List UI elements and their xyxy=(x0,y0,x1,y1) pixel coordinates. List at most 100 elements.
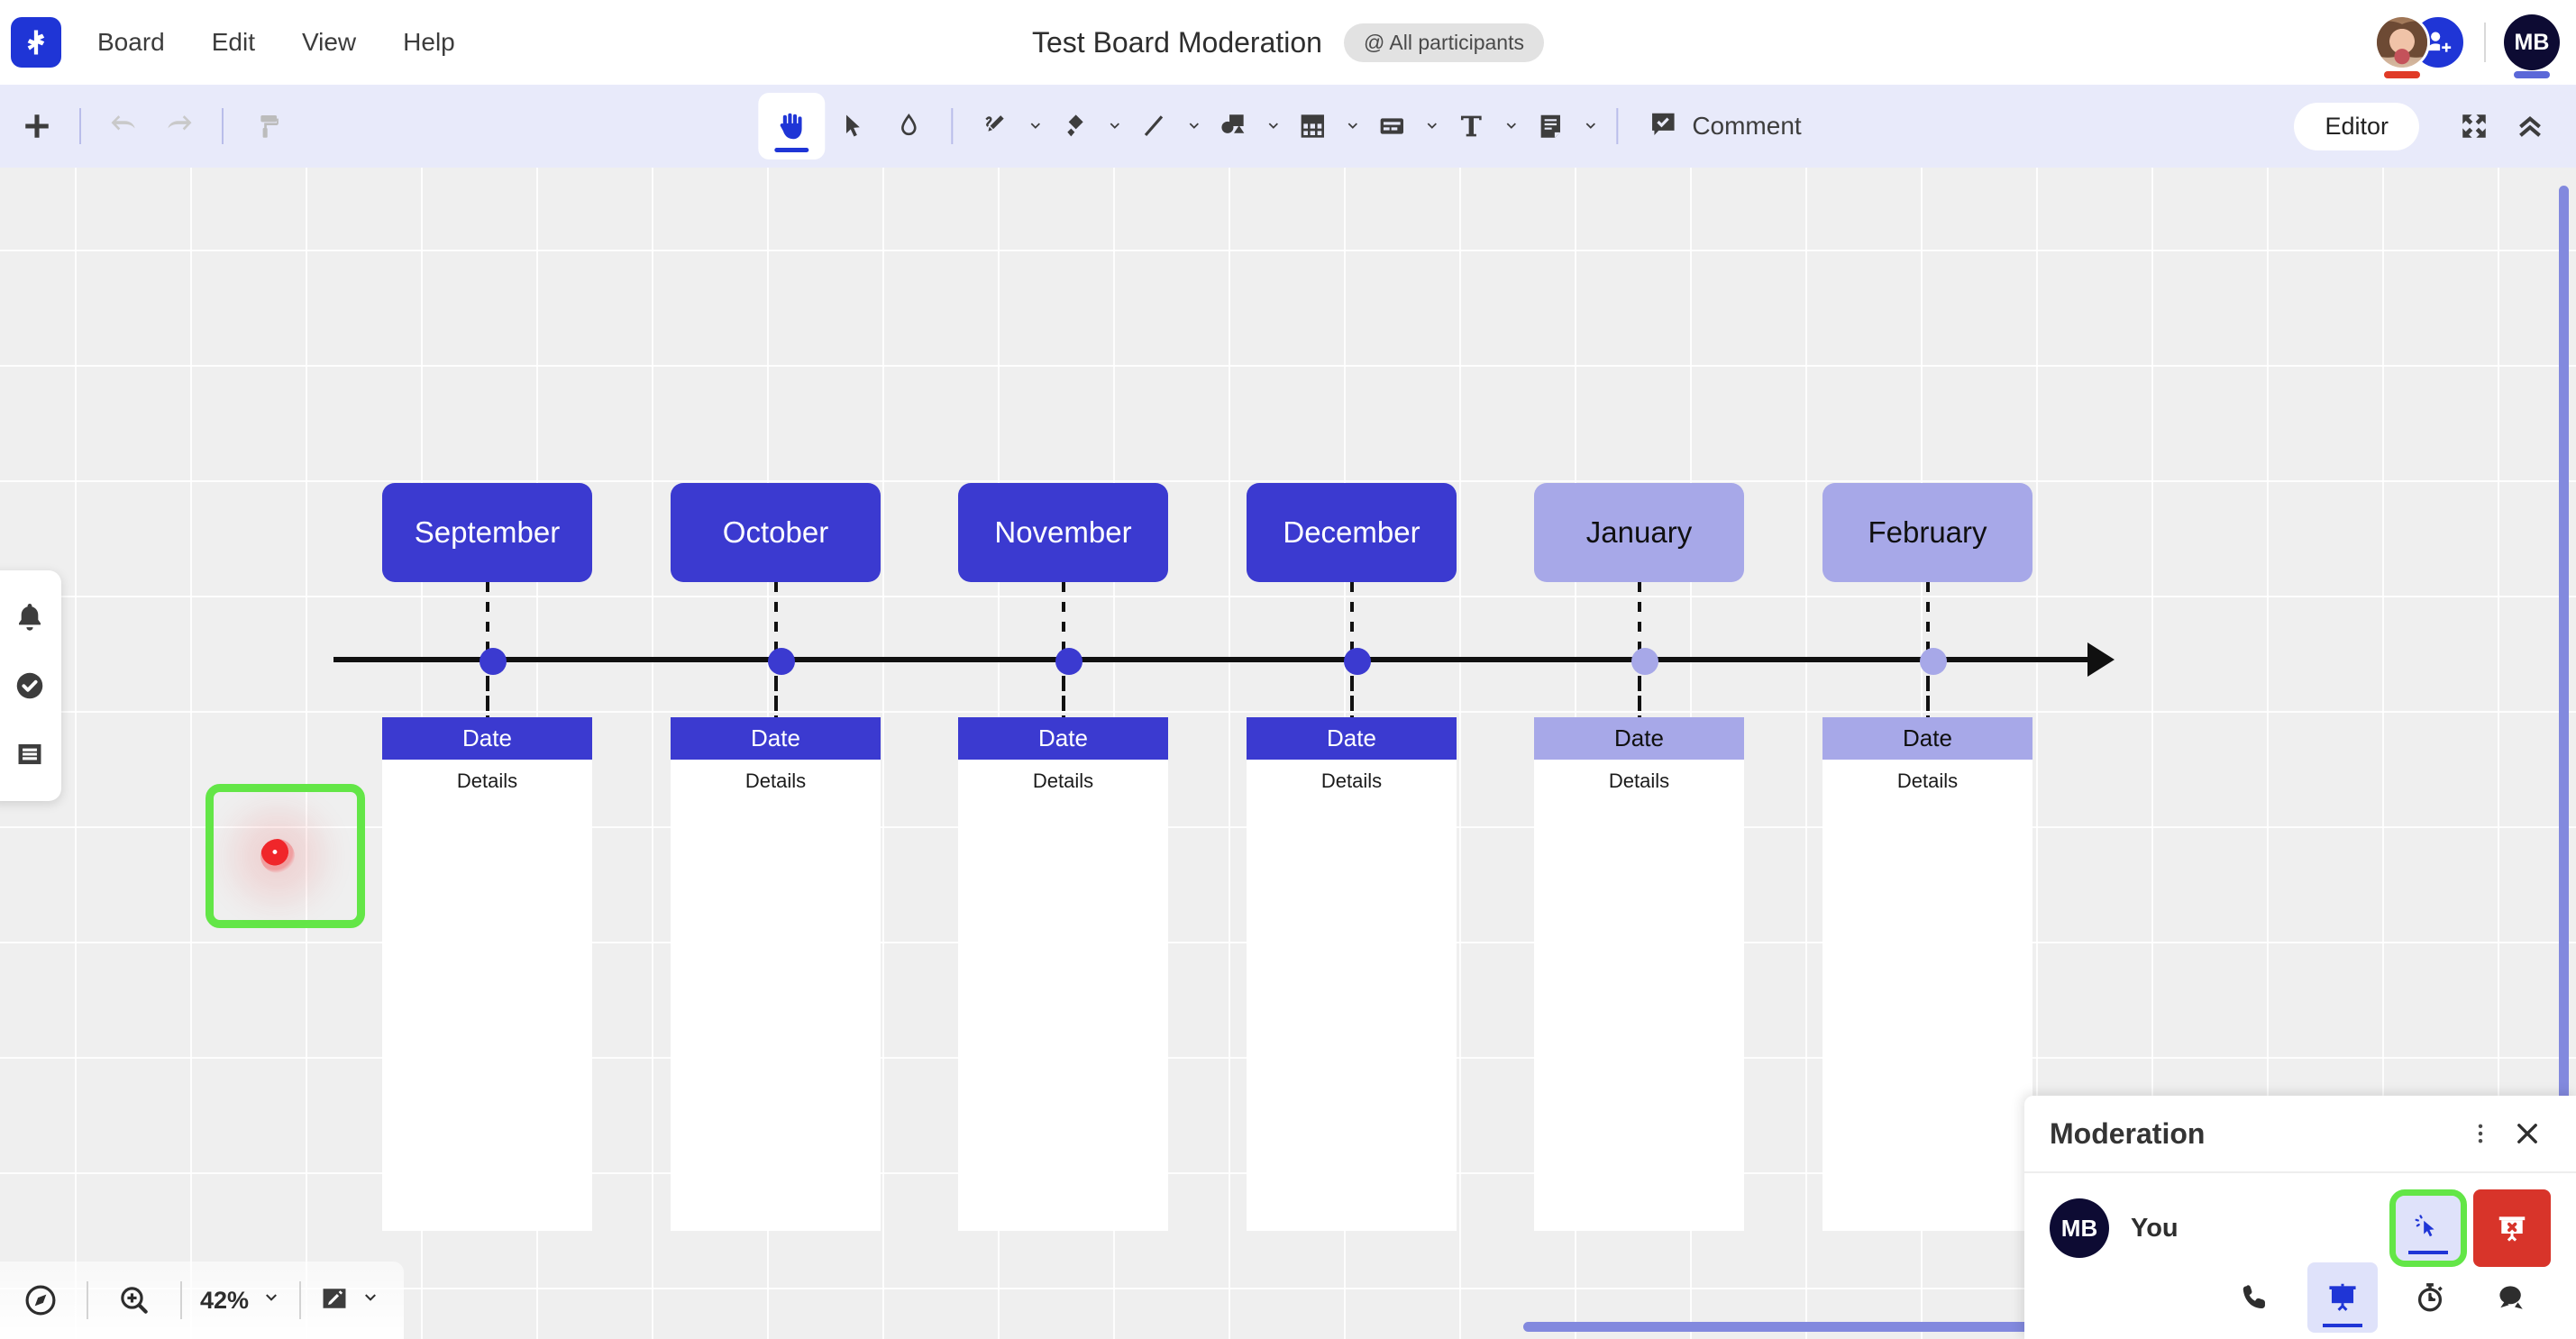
add-item-button[interactable] xyxy=(9,98,65,154)
zoom-divider xyxy=(299,1281,302,1319)
tab-timer[interactable] xyxy=(2401,1269,2459,1326)
chevron-down-icon[interactable] xyxy=(1578,98,1602,154)
all-participants-chip[interactable]: @ All participants xyxy=(1343,23,1544,62)
zoom-divider xyxy=(180,1281,182,1319)
timeline-node[interactable] xyxy=(1344,648,1371,675)
milestone-details: Details xyxy=(1896,770,1959,792)
milestone-card[interactable]: Date Details xyxy=(1534,717,1744,1231)
close-x-icon[interactable] xyxy=(2504,1110,2551,1157)
milestone-month-box[interactable]: December xyxy=(1247,483,1457,582)
board-canvas[interactable]: September Date Details October Date Deta… xyxy=(0,168,2576,1339)
document-tool[interactable] xyxy=(1522,98,1578,154)
comment-button[interactable]: Comment xyxy=(1632,103,1817,150)
milestone-month-box[interactable]: October xyxy=(671,483,881,582)
paint-roller-icon[interactable] xyxy=(238,98,294,154)
milestone-month-box[interactable]: January xyxy=(1534,483,1744,582)
bell-icon[interactable] xyxy=(5,592,55,642)
timeline-node[interactable] xyxy=(1631,648,1658,675)
timeline-arrow-head xyxy=(2087,642,2115,677)
line-tool[interactable] xyxy=(1126,98,1182,154)
tab-call[interactable] xyxy=(2226,1269,2284,1326)
tab-chat[interactable] xyxy=(2482,1269,2540,1326)
timeline-axis-line xyxy=(333,657,2102,662)
milestone-date-header: Date xyxy=(1534,717,1744,760)
milestone-column: November Date Details xyxy=(958,483,1168,1231)
moderation-header: Moderation xyxy=(2024,1096,2576,1173)
milestone-date-header: Date xyxy=(958,717,1168,760)
milestone-card[interactable]: Date Details xyxy=(1247,717,1457,1231)
tab-presentation[interactable] xyxy=(2307,1262,2378,1333)
check-circle-icon[interactable] xyxy=(5,660,55,711)
magnifier-plus-icon[interactable] xyxy=(106,1272,162,1328)
expand-arrows-icon[interactable] xyxy=(2446,98,2502,154)
avatar[interactable]: MB xyxy=(2504,14,2560,78)
pen-tool[interactable] xyxy=(967,98,1023,154)
shapes-tool[interactable] xyxy=(1205,98,1261,154)
milestone-month-box[interactable]: September xyxy=(382,483,592,582)
top-bar: Board Edit View Help Test Board Moderati… xyxy=(0,0,2576,85)
menu-item-help[interactable]: Help xyxy=(403,28,455,56)
zoom-divider xyxy=(87,1281,88,1319)
connector-dots-bottom xyxy=(486,676,489,748)
chevron-down-icon[interactable] xyxy=(1182,98,1205,154)
main-toolbar: Comment Editor xyxy=(0,85,2576,168)
remote-cursor-dot-icon xyxy=(260,839,295,873)
milestone-card[interactable]: Date Details xyxy=(671,717,881,1231)
milestone-month-box[interactable]: November xyxy=(958,483,1168,582)
select-tool[interactable] xyxy=(825,98,881,154)
menu-item-edit[interactable]: Edit xyxy=(211,28,255,56)
chevron-down-icon[interactable] xyxy=(1102,98,1126,154)
milestone-month-box[interactable]: February xyxy=(1822,483,2032,582)
milestone-card[interactable]: Date Details xyxy=(382,717,592,1231)
chevron-down-icon[interactable] xyxy=(1340,98,1364,154)
milestone-card[interactable]: Date Details xyxy=(958,717,1168,1231)
miro-plus-logo-icon[interactable] xyxy=(11,17,61,68)
selected-square-shape[interactable] xyxy=(206,784,365,928)
eraser-tool[interactable] xyxy=(881,98,936,154)
kebab-menu-icon[interactable] xyxy=(2457,1110,2504,1157)
chevron-down-icon[interactable] xyxy=(1261,98,1284,154)
hand-tool[interactable] xyxy=(758,93,826,159)
timeline-node[interactable] xyxy=(1055,648,1082,675)
chevron-down-icon[interactable] xyxy=(1420,98,1443,154)
toolbar-right-group: Editor xyxy=(2294,98,2558,154)
menu-item-board[interactable]: Board xyxy=(97,28,165,56)
compass-locate-icon[interactable] xyxy=(13,1272,69,1328)
page-title[interactable]: Test Board Moderation xyxy=(1032,25,1322,59)
timeline-node[interactable] xyxy=(480,648,507,675)
top-right-avatars: MB xyxy=(2374,0,2560,85)
milestone-details: Details xyxy=(1032,770,1094,792)
milestone-details: Details xyxy=(744,770,807,792)
menu-item-view[interactable]: View xyxy=(301,28,357,56)
undo-button[interactable] xyxy=(96,98,151,154)
zoom-level-dropdown[interactable]: 42% xyxy=(200,1287,281,1315)
chevron-down-icon[interactable] xyxy=(1499,98,1522,154)
text-tool[interactable] xyxy=(1443,98,1499,154)
milestone-column: September Date Details xyxy=(382,483,592,1231)
timeline-node[interactable] xyxy=(1920,648,1947,675)
card-tool[interactable] xyxy=(1364,98,1420,154)
vertical-scrollbar[interactable] xyxy=(2559,186,2569,1244)
pointer-click-icon[interactable] xyxy=(2389,1189,2467,1267)
participant-photo-avatar[interactable] xyxy=(2374,14,2430,78)
milestone-card[interactable]: Date Details xyxy=(1822,717,2032,1231)
zoom-level-value: 42% xyxy=(200,1286,250,1314)
draw-mode-dropdown[interactable] xyxy=(319,1283,404,1318)
toolbar-center-group: Comment xyxy=(758,93,1817,159)
avatar-initials[interactable]: MB xyxy=(2504,14,2560,70)
redo-button[interactable] xyxy=(151,98,207,154)
milestone-column: February Date Details xyxy=(1822,483,2032,1231)
milestone-column: December Date Details xyxy=(1247,483,1457,1231)
table-tool[interactable] xyxy=(1284,98,1340,154)
moderation-participant-row: MB You xyxy=(2024,1173,2576,1267)
toolbar-left-group xyxy=(9,98,294,154)
avatar-divider xyxy=(2484,23,2486,62)
chevron-down-icon[interactable] xyxy=(1023,98,1046,154)
list-lines-icon[interactable] xyxy=(5,729,55,779)
sticky-note-tool[interactable] xyxy=(1046,98,1102,154)
stop-presenting-icon[interactable] xyxy=(2473,1189,2551,1267)
double-chevron-up-icon[interactable] xyxy=(2502,98,2558,154)
timeline-node[interactable] xyxy=(768,648,795,675)
comment-label: Comment xyxy=(1692,112,1802,140)
editor-mode-pill[interactable]: Editor xyxy=(2294,102,2419,150)
